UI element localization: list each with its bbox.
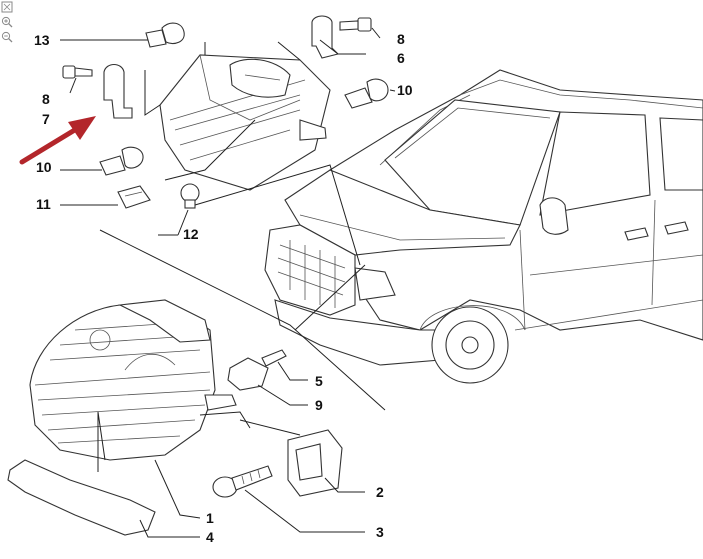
module-9: [227, 357, 269, 391]
callout-labels: 13 8 8 6 7 10 10 11 12 5 9 1 2 3 4: [34, 31, 413, 545]
screw-8-left: [62, 65, 93, 79]
bulb-11: [117, 185, 151, 209]
callout-3: 3: [376, 524, 384, 540]
bulb-10-right: [344, 78, 389, 109]
callout-11: 11: [36, 196, 51, 212]
callout-13: 13: [34, 32, 50, 48]
callout-1: 1: [206, 510, 214, 526]
trim-strip-4: [7, 459, 156, 536]
zoom-in-icon[interactable]: [1, 16, 13, 28]
bulb-13: [145, 22, 185, 48]
red-pointer-arrow: [19, 116, 96, 165]
bulb-12: [180, 183, 200, 209]
screw-8-right: [339, 17, 372, 32]
callout-2: 2: [376, 484, 384, 500]
callout-10-right: 10: [397, 82, 413, 98]
bracket-6: [311, 15, 340, 59]
callout-7: 7: [42, 111, 50, 127]
headlamp-assembly-top: [144, 41, 331, 191]
connector-5: [261, 349, 287, 367]
screw-3: [212, 465, 273, 498]
callout-9: 9: [315, 397, 323, 413]
switch-2: [287, 429, 343, 497]
callout-8-right: 8: [397, 31, 405, 47]
van-outline: [264, 69, 703, 384]
headlamp-assembly-bottom: [29, 299, 251, 461]
callout-8-left: 8: [42, 91, 50, 107]
leader-lines: [60, 27, 396, 538]
callout-4: 4: [206, 529, 214, 545]
callout-6: 6: [397, 50, 405, 66]
bracket-7: [103, 63, 133, 119]
callout-5: 5: [315, 373, 323, 389]
zoom-out-icon[interactable]: [1, 31, 13, 43]
callout-12: 12: [183, 226, 199, 242]
bulb-10-left: [99, 146, 144, 176]
callout-10-left: 10: [36, 159, 52, 175]
viewer-toolbar: [1, 1, 15, 43]
fit-view-icon[interactable]: [1, 1, 13, 13]
